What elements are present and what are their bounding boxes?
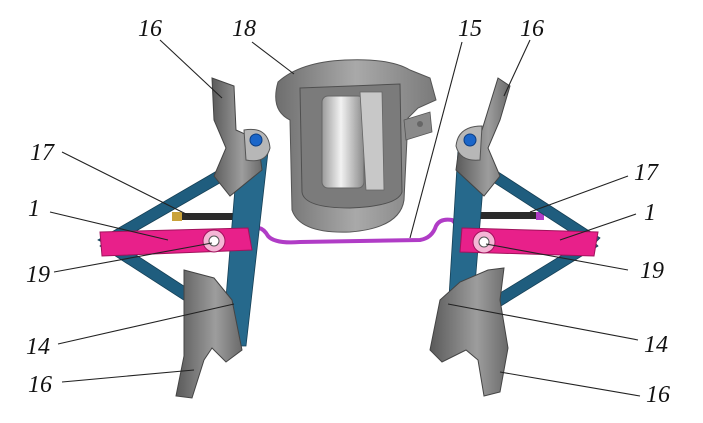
lever-1-right xyxy=(459,227,599,257)
label-18: 18 xyxy=(232,16,256,42)
label-16-bottom-right: 16 xyxy=(646,382,670,408)
label-19-right: 19 xyxy=(640,258,664,284)
label-1-right: 1 xyxy=(644,200,656,226)
label-17-left: 17 xyxy=(30,140,55,166)
shoe-16-top-left xyxy=(211,77,263,197)
left-assembly xyxy=(97,77,271,399)
shoe-16-bottom-right xyxy=(429,267,509,397)
right-assembly xyxy=(429,77,601,397)
label-1-left: 1 xyxy=(28,196,40,222)
label-16-top-right: 16 xyxy=(520,16,544,42)
label-16-bottom-left: 16 xyxy=(28,372,52,398)
lever-1-left xyxy=(99,227,253,257)
rod-15 xyxy=(246,217,462,245)
bolt-right xyxy=(463,133,477,147)
rod-17-left xyxy=(178,213,250,220)
label-17-right: 17 xyxy=(634,160,659,186)
part-labels: 16 18 15 16 17 17 1 1 19 19 14 14 16 16 xyxy=(26,16,670,408)
label-15: 15 xyxy=(458,16,482,42)
housing-18 xyxy=(275,59,437,233)
label-19-left: 19 xyxy=(26,262,50,288)
label-16-top-left: 16 xyxy=(138,16,162,42)
leader-lines xyxy=(49,39,641,397)
label-14-right: 14 xyxy=(644,332,668,358)
shoe-16-bottom-left xyxy=(175,269,243,399)
rod-17-right xyxy=(458,212,538,219)
label-14-left: 14 xyxy=(26,334,50,360)
bolt-left xyxy=(249,133,263,147)
